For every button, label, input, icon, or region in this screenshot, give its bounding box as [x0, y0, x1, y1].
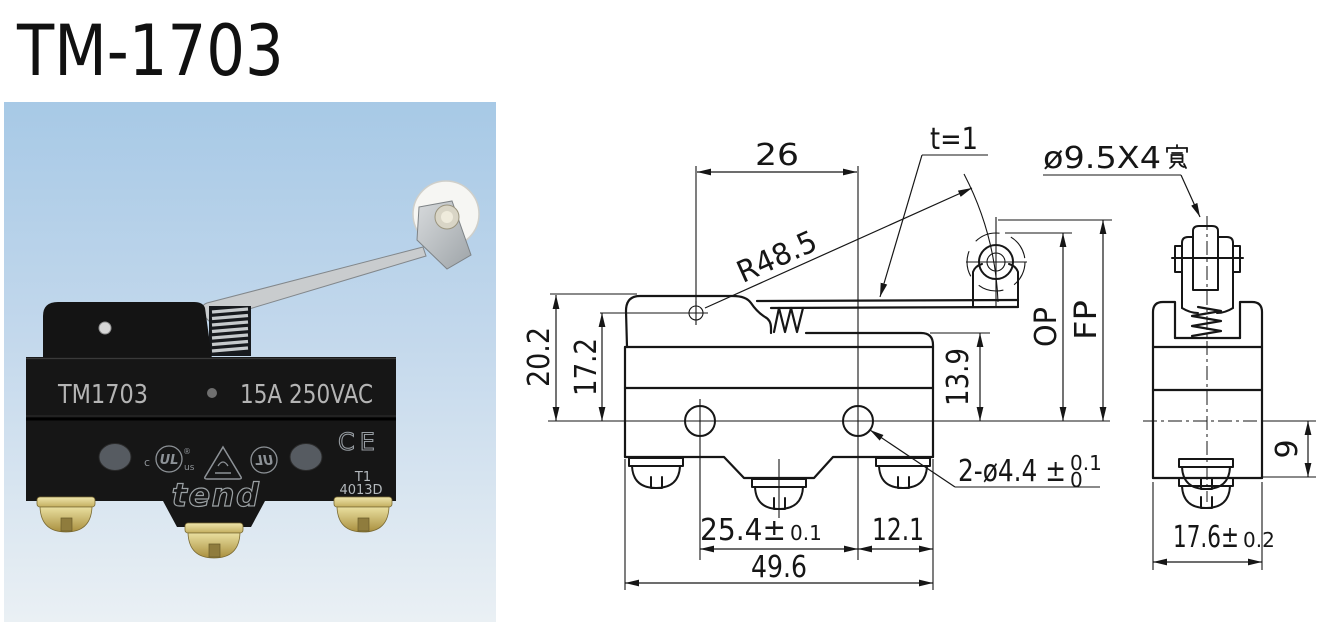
product-photo: TM1703 15A 250VAC c UL ® us UL C	[4, 102, 496, 622]
hole-leader	[869, 429, 956, 488]
dim-hole-tol-upper: 0.1	[1070, 451, 1102, 475]
model-label: TM1703	[57, 380, 148, 410]
roller-leader	[1180, 174, 1201, 218]
dim-edge-offset: 12.1	[872, 513, 924, 548]
dim-radius: R48.5	[732, 224, 823, 290]
spring-front	[772, 306, 805, 334]
dimension-lines	[552, 154, 1312, 587]
radius-leader	[704, 187, 973, 309]
brand-logo: tend	[172, 476, 261, 514]
dim-pivot-height: 17.2	[569, 338, 604, 396]
side-view	[1143, 216, 1318, 509]
roller-axle-center	[441, 211, 453, 223]
dim-op: OP	[1029, 307, 1064, 347]
cul-us-mark-icon: c UL ® us	[144, 445, 195, 473]
svg-text:UL: UL	[255, 454, 274, 469]
switch-cap	[43, 302, 213, 366]
dim-total-width: 49.6	[751, 550, 807, 585]
lever-spring	[211, 307, 249, 353]
code-label: 4013D	[339, 483, 382, 498]
rating-label: 15A 250VAC	[240, 380, 373, 410]
roller-side	[1171, 225, 1244, 314]
dim-hole-pitch-tol: 0.1	[790, 521, 822, 545]
dim-fp: FP	[1069, 300, 1104, 340]
dimension-drawing-svg: 26 t=1 ø9.5X4 R48.5 20.2 17.2 13.9 OP FP…	[522, 122, 1318, 590]
dim-hole-tol-lower: 0	[1070, 468, 1083, 492]
spring-side	[1190, 305, 1223, 338]
dim-lever-length: 26	[755, 138, 799, 173]
certification-marks: c UL ® us UL	[144, 445, 278, 480]
mounting-hole-left	[98, 443, 132, 471]
dim-thickness: t=1	[930, 122, 978, 157]
terminal-screw-side-front	[1178, 458, 1234, 490]
switch-body	[26, 357, 396, 527]
svg-text:us: us	[184, 463, 195, 473]
mounting-hole-right	[289, 443, 323, 471]
svg-text:®: ®	[183, 447, 191, 456]
cap-pin	[98, 321, 112, 335]
dim-step-height: 13.9	[941, 348, 976, 406]
triangle-safety-mark-icon	[204, 445, 242, 480]
cjk-wide-glyph	[1166, 144, 1188, 169]
terminal-screw-left-drawn	[628, 457, 684, 489]
ce-mark: CE	[338, 428, 380, 456]
extension-lines	[548, 154, 1316, 590]
svg-text:c: c	[144, 456, 150, 469]
thickness-leader	[879, 154, 923, 298]
dim-terminal-height: 9	[1270, 439, 1305, 458]
dim-roller-size: ø9.5X4	[1043, 141, 1161, 176]
lever-swing-arc	[963, 173, 999, 303]
dim-hole-note: 2-ø4.4 ±	[958, 454, 1066, 489]
svg-text:UL: UL	[160, 453, 179, 468]
dim-depth: 17.6±	[1173, 520, 1239, 555]
reverse-ul-mark-icon: UL	[250, 446, 278, 474]
body-dot	[207, 388, 217, 398]
terminal-screw-right-drawn	[875, 457, 931, 489]
dimension-drawing: 26 t=1 ø9.5X4 R48.5 20.2 17.2 13.9 OP FP…	[520, 95, 1327, 634]
product-photo-svg: TM1703 15A 250VAC c UL ® us UL C	[4, 102, 496, 622]
dim-hole-pitch: 25.4±	[700, 513, 786, 548]
type-label: T1	[354, 470, 371, 485]
dimension-texts: 26 t=1 ø9.5X4 R48.5 20.2 17.2 13.9 OP FP…	[522, 122, 1305, 585]
page-title: TM-1703	[17, 10, 284, 92]
dim-depth-tol: 0.2	[1243, 528, 1275, 552]
dim-total-height: 20.2	[522, 327, 557, 387]
roller-front	[966, 217, 1027, 308]
